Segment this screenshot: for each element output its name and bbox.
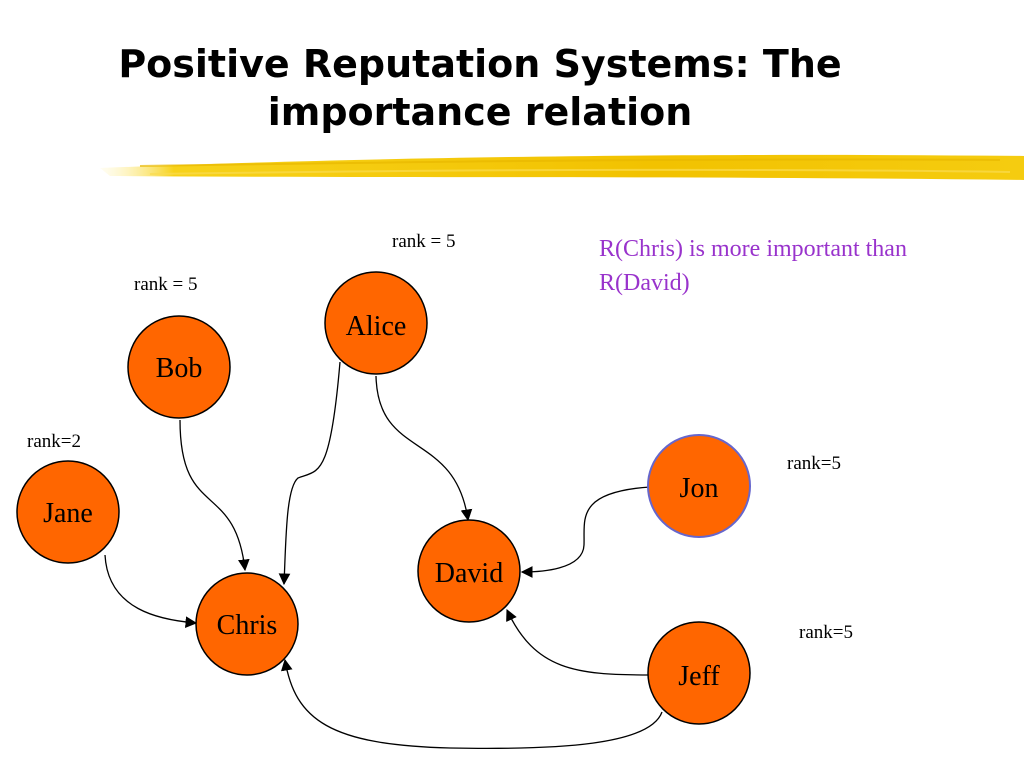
- rank-label-jeff: rank=5: [799, 622, 853, 643]
- node-label-jeff: Jeff: [678, 661, 720, 692]
- rank-label-jane: rank=2: [27, 431, 81, 452]
- node-bob: Bob: [127, 315, 231, 419]
- node-jeff: Jeff: [647, 621, 751, 725]
- edge-bob-chris: [179, 419, 250, 572]
- node-jane: Jane: [16, 460, 120, 564]
- node-label-bob: Bob: [156, 353, 203, 384]
- node-david: David: [417, 519, 521, 623]
- rank-label-alice: rank = 5: [392, 231, 455, 252]
- rank-label-jon: rank=5: [787, 453, 841, 474]
- slide-title-line-2: importance relation: [267, 90, 693, 134]
- node-label-jon: Jon: [680, 473, 719, 504]
- node-label-alice: Alice: [346, 311, 407, 342]
- edge-jeff-david: [506, 608, 651, 676]
- node-alice: Alice: [324, 271, 428, 375]
- node-label-jane: Jane: [43, 498, 93, 529]
- edge-alice-chris: [278, 361, 341, 586]
- node-jon: Jon: [647, 434, 751, 538]
- edges: [104, 361, 663, 750]
- edge-jane-chris: [104, 554, 198, 628]
- edge-jon-david: [520, 486, 651, 578]
- slide-title-line-1: Positive Reputation Systems: The: [118, 42, 842, 86]
- rank-label-bob: rank = 5: [134, 274, 197, 295]
- note-line-2: R(David): [599, 270, 690, 296]
- node-label-chris: Chris: [217, 610, 278, 641]
- node-chris: Chris: [195, 572, 299, 676]
- node-label-david: David: [435, 558, 503, 589]
- edge-jeff-chris: [280, 658, 663, 750]
- importance-note: R(Chris) is more important than R(David): [599, 236, 907, 296]
- slide-title: Positive Reputation Systems: The importa…: [40, 40, 920, 136]
- title-underline: [100, 154, 1024, 180]
- note-line-1: R(Chris) is more important than: [599, 236, 907, 262]
- edge-alice-david: [375, 375, 473, 522]
